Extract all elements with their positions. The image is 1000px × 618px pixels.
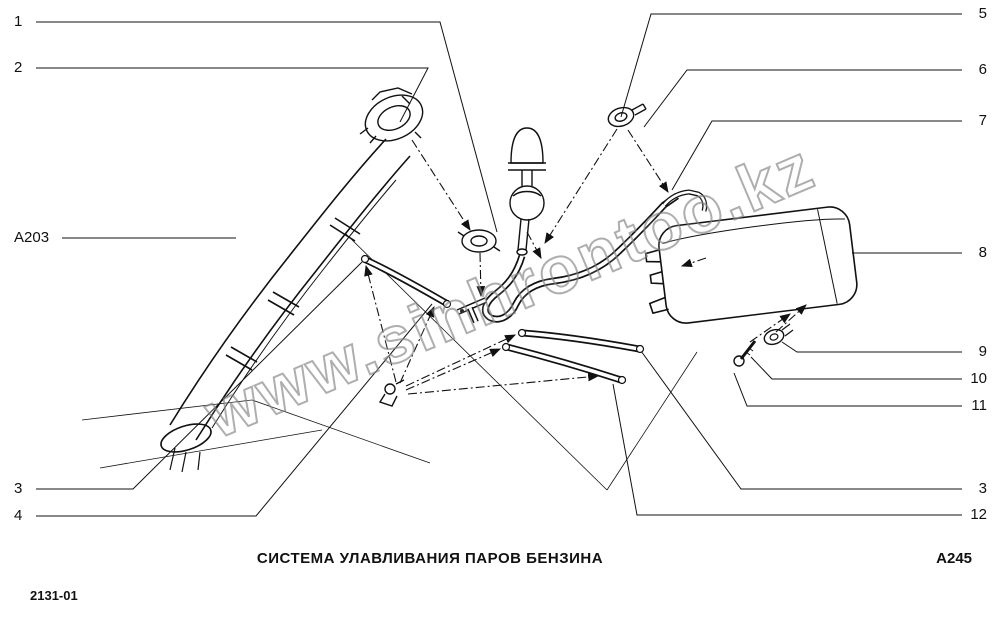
tee-fitting <box>456 297 488 324</box>
callout-a203: A203 <box>14 229 50 246</box>
callout-11: 11 <box>971 397 987 414</box>
callout-2: 2 <box>14 59 23 76</box>
assembly-arrows <box>364 128 807 395</box>
filler-neck <box>359 87 424 144</box>
callout-3-right: 3 <box>978 480 987 497</box>
carbon-canister <box>644 206 858 324</box>
callout-6: 6 <box>978 61 987 78</box>
hose-clamp-upper <box>607 103 647 128</box>
model-code-label: 2131-01 <box>30 588 78 603</box>
callout-10: 10 <box>970 370 987 387</box>
callout-9: 9 <box>978 343 987 360</box>
hose-clamp-lower <box>378 379 405 407</box>
fuel-filler-pipe <box>160 138 411 473</box>
callout-5: 5 <box>978 5 987 22</box>
callout-12: 12 <box>970 506 987 523</box>
callout-3-left: 3 <box>14 480 23 497</box>
gravity-valve <box>508 127 546 186</box>
diagram-title: СИСТЕМА УЛАВЛИВАНИЯ ПАРОВ БЕНЗИНА <box>256 550 604 567</box>
body-panel-lines <box>81 232 698 491</box>
vapor-hoses <box>360 189 708 385</box>
callout-4: 4 <box>14 507 23 524</box>
vapor-separator <box>509 185 545 256</box>
screw-and-clamp <box>733 323 794 367</box>
callout-1: 1 <box>14 13 23 30</box>
grommet <box>457 229 501 253</box>
drawing-number-label: А245 <box>936 550 972 567</box>
callout-7: 7 <box>978 112 987 129</box>
leader-lines <box>36 13 962 517</box>
callout-8: 8 <box>978 244 987 261</box>
